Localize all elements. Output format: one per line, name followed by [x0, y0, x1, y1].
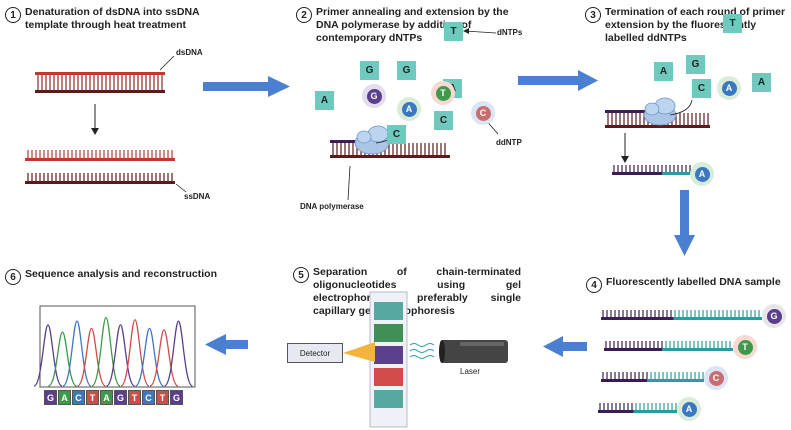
sequence-base: G: [170, 390, 183, 405]
dsdna-strand: [35, 72, 165, 93]
step-number: 3: [585, 7, 601, 23]
step3-polymerase-icon: [643, 97, 677, 126]
chromatogram-peak: [33, 324, 63, 387]
chromatogram-peaks: [33, 316, 194, 387]
gel-band: [374, 368, 403, 386]
dsdna-pointer: [159, 55, 175, 71]
labelled-dna-samples: [598, 310, 762, 413]
detector-beam: [343, 342, 375, 362]
chromatogram-peak: [120, 319, 150, 387]
ddntp-t: T: [431, 81, 455, 105]
flow-arrow-5-6: [205, 334, 248, 355]
polymerase-label: DNA polymerase: [300, 202, 364, 211]
sequence-base: T: [156, 390, 169, 405]
flow-arrow-3-4: [674, 190, 695, 256]
chromatogram-peak: [47, 331, 78, 387]
dsdna-label: dsDNA: [176, 48, 203, 57]
step3-product: [612, 165, 694, 175]
primer-segment: [604, 348, 663, 351]
sequence-base: T: [128, 390, 141, 405]
ssdna-pointer: [175, 183, 187, 193]
dntp-tile: G: [686, 55, 705, 74]
dntp-tile: A: [654, 62, 673, 81]
chromatogram-peak: [91, 316, 121, 387]
step-title: Denaturation of dsDNA into ssDNA templat…: [25, 6, 200, 31]
terminator-g: G: [762, 304, 786, 328]
chromatogram-peak: [62, 320, 92, 387]
step-title: Sequence analysis and reconstruction: [25, 268, 217, 280]
terminator-t: T: [733, 335, 757, 359]
dntp-tile: C: [387, 125, 406, 144]
chromatogram-peak: [134, 327, 165, 387]
step-6-header: 6 Sequence analysis and reconstruction: [5, 268, 245, 285]
step-4-header: 4 Fluorescently labelled DNA sample: [586, 276, 791, 293]
extended-segment: [673, 317, 762, 320]
step-number: 4: [586, 277, 602, 293]
step-number: 5: [293, 267, 309, 283]
ddntp-a: A: [717, 76, 741, 100]
extended-segment: [647, 379, 704, 382]
flow-arrow-2-3: [518, 70, 598, 91]
terminator-a: A: [690, 162, 714, 186]
emission-waves: [409, 343, 435, 359]
sequence-base: A: [58, 390, 71, 405]
dntps-label: dNTPs: [497, 28, 523, 37]
dntp-tile: T: [444, 22, 463, 41]
detector-box: Detector: [287, 343, 343, 363]
terminator-c: C: [704, 366, 728, 390]
dntp-tile: A: [315, 91, 334, 110]
sequence-base: A: [100, 390, 113, 405]
dna-polymerase-icon: [354, 125, 390, 155]
ssdna-label: ssDNA: [184, 192, 211, 201]
sequence-base: G: [44, 390, 57, 405]
chromatogram-peak: [105, 324, 136, 387]
extended-segment: [633, 410, 677, 413]
ssdna-strand-bottom: [25, 173, 175, 184]
step-title: Separation of chain-terminated oligonucl…: [313, 266, 521, 317]
ssdna-strand-top: [25, 150, 175, 161]
terminator-a: A: [677, 397, 701, 421]
sequence-base: C: [72, 390, 85, 405]
step-5-header: 5 Separation of chain-terminated oligonu…: [293, 266, 521, 318]
step-title: Fluorescently labelled DNA sample: [606, 276, 781, 288]
step-2-header: 2 Primer annealing and extension by the …: [296, 6, 531, 45]
gel-band: [374, 390, 403, 408]
gel-band: [374, 302, 403, 320]
primer-segment: [601, 379, 648, 382]
dntp-tile: G: [397, 61, 416, 80]
dntp-tile: A: [752, 73, 771, 92]
chromatogram-peak: [163, 320, 194, 387]
step-1-header: 1 Denaturation of dsDNA into ssDNA templ…: [5, 6, 235, 32]
step-number: 6: [5, 269, 21, 285]
laser-label: Laser: [460, 367, 481, 376]
ddntp-g: G: [362, 84, 386, 108]
chromatogram-peak: [149, 329, 179, 387]
sequence-base: T: [86, 390, 99, 405]
chromatogram-peak: [76, 327, 107, 387]
primer-segment: [601, 317, 674, 320]
gel-band: [374, 324, 403, 342]
dntp-tile: C: [434, 111, 453, 130]
sequence-base: C: [142, 390, 155, 405]
flow-arrow-4-5: [543, 336, 587, 357]
dntp-tile: G: [360, 61, 379, 80]
laser-icon: [439, 340, 508, 363]
primer-segment: [598, 410, 634, 413]
sequence-base: G: [114, 390, 127, 405]
dntp-tile: T: [723, 14, 742, 33]
step-number: 1: [5, 7, 21, 23]
step-title: Primer annealing and extension by the DN…: [316, 6, 509, 44]
gel-band: [374, 346, 403, 364]
ddntp-c: C: [471, 101, 495, 125]
ddntp-a: A: [397, 97, 421, 121]
chromatogram-frame: [39, 305, 196, 388]
gel-capillary: [369, 291, 408, 428]
flow-arrow-1-2: [203, 76, 290, 97]
ddntp-label: ddNTP: [496, 138, 522, 147]
step-number: 2: [296, 7, 312, 23]
extended-segment: [662, 348, 733, 351]
dntp-tile: C: [692, 79, 711, 98]
